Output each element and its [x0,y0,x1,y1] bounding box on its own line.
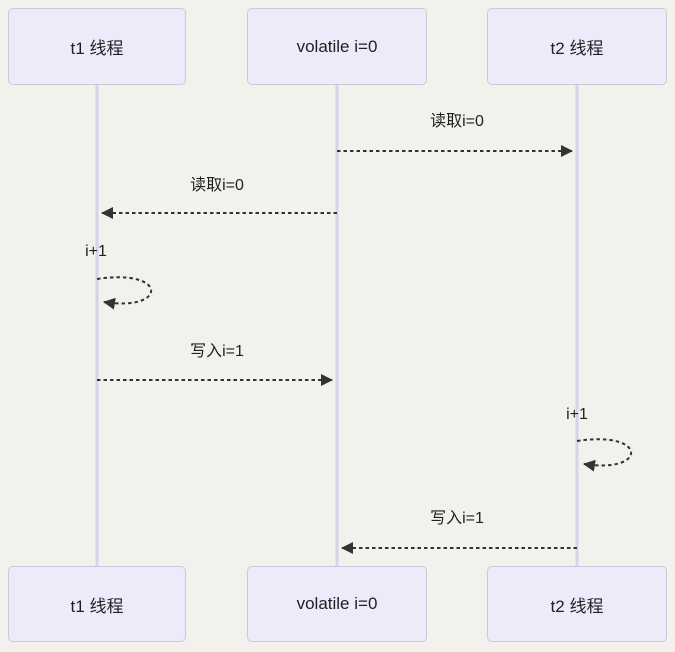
message-arrow-selfloop-t2 [576,438,633,472]
actor-bottom-volatile: volatile i=0 [247,566,427,642]
message-label-increment-t2: i+1 [566,406,588,423]
actor-top-volatile: volatile i=0 [247,8,427,85]
actor-label: volatile i=0 [296,594,378,613]
actor-top-t1: t1 线程 [8,8,186,85]
actor-label: t2 线程 [550,39,604,58]
actor-label: volatile i=0 [296,36,378,56]
message-arrow-selfloop-t1 [96,276,153,310]
actor-label: t1 线程 [70,596,124,616]
message-label-read-t2: 读取i=0 [430,113,484,130]
message-label-increment-t1: i+1 [85,243,107,260]
actor-label: t1 线程 [70,39,124,58]
actor-top-t2: t2 线程 [487,8,667,85]
actor-label: t2 线程 [550,596,604,616]
message-label-write-t2: 写入i=1 [430,510,484,527]
message-label-read-t1: 读取i=0 [190,177,244,194]
actor-bottom-t2: t2 线程 [487,566,667,642]
message-label-write-t1: 写入i=1 [190,343,244,360]
actor-bottom-t1: t1 线程 [8,566,186,642]
